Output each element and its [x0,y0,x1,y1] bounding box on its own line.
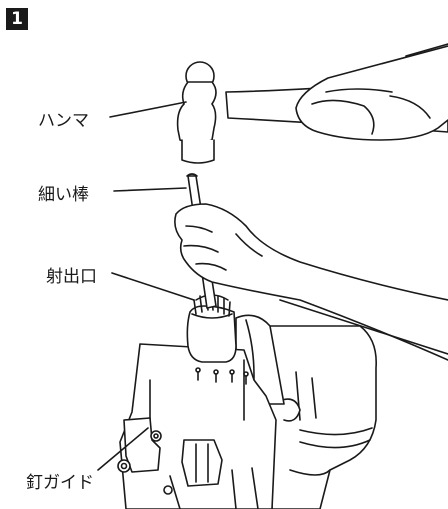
leader-line-nail-guide [97,427,149,471]
leader-line-rod [113,187,187,192]
leader-line-muzzle [111,272,195,301]
hand-holding-rod [174,203,448,361]
nailer-body [117,314,377,509]
step-number-badge: 1 [6,8,28,30]
leader-line-hammer [109,101,187,118]
leader-lines [97,101,195,471]
label-hammer: ハンマ [38,111,89,131]
hand-holding-hammer [295,43,448,141]
label-nail-guide: 釘ガイド [26,473,94,493]
muzzle-part [186,293,237,363]
label-muzzle: 射出口 [46,267,97,287]
label-thin-rod: 細い棒 [38,185,89,205]
